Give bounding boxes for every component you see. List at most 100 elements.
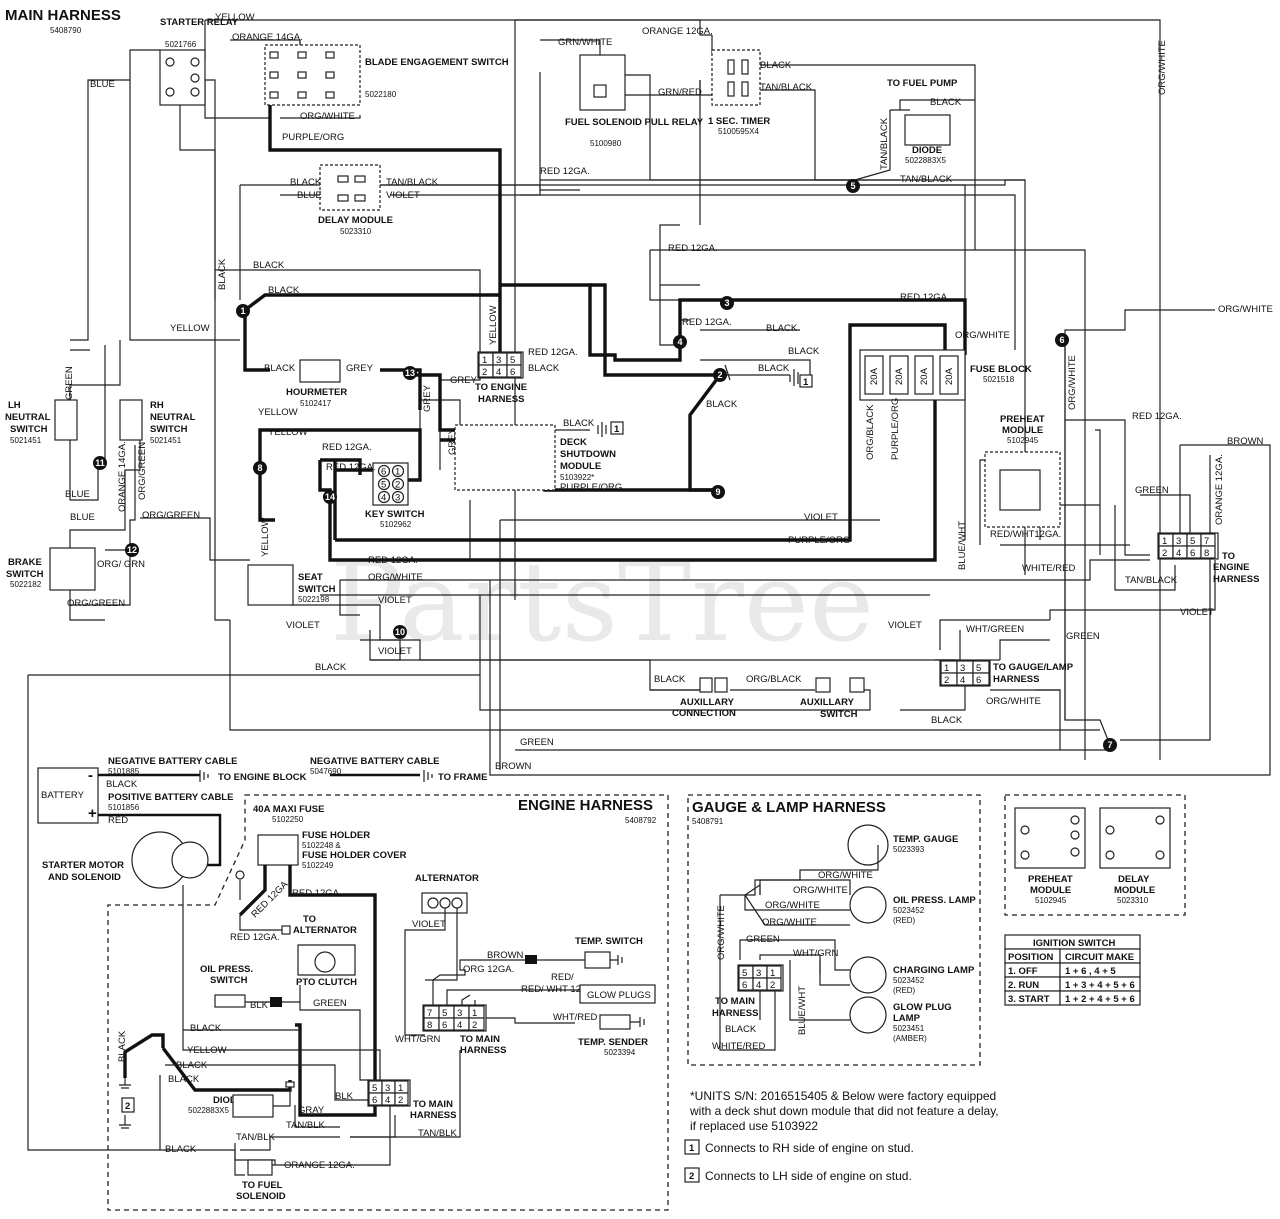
svg-text:HARNESS: HARNESS: [478, 394, 524, 405]
svg-text:ORG/WHITE: ORG/WHITE: [300, 111, 355, 122]
table-cell: 1. OFF: [1008, 966, 1038, 977]
svg-text:SWITCH: SWITCH: [820, 709, 858, 720]
svg-text:(RED): (RED): [893, 916, 916, 925]
svg-text:5022180: 5022180: [365, 90, 397, 99]
svg-text:WHT/GREEN: WHT/GREEN: [966, 624, 1024, 635]
svg-text:ORG/WHITE: ORG/WHITE: [986, 696, 1041, 707]
svg-text:40A MAXI FUSE: 40A MAXI FUSE: [253, 804, 324, 815]
svg-text:VIOLET: VIOLET: [286, 620, 320, 631]
svg-text:YELLOW: YELLOW: [260, 517, 271, 557]
svg-text:GREEN: GREEN: [520, 737, 554, 748]
svg-text:5023310: 5023310: [340, 227, 372, 236]
svg-text:CHARGING LAMP: CHARGING LAMP: [893, 965, 975, 976]
splice-node-9: 9: [711, 485, 725, 499]
svg-text:5102250: 5102250: [272, 815, 304, 824]
svg-text:BLUE/WHT: BLUE/WHT: [957, 521, 968, 570]
svg-text:STARTER MOTOR: STARTER MOTOR: [42, 860, 124, 871]
svg-text:5102417: 5102417: [300, 399, 332, 408]
svg-text:FUEL SOLENOID PULL RELAY: FUEL SOLENOID PULL RELAY: [565, 117, 704, 128]
svg-text:BLACK: BLACK: [264, 363, 296, 374]
svg-text:5021451: 5021451: [150, 436, 182, 445]
svg-text:PURPLE/ORG: PURPLE/ORG: [560, 482, 622, 493]
svg-text:TAN/BLACK: TAN/BLACK: [1125, 575, 1178, 586]
key-pin-label: 3: [395, 493, 400, 504]
svg-text:GREEN: GREEN: [1066, 631, 1100, 642]
hourmeter: HOURMETER 5102417: [286, 359, 347, 408]
svg-text:FUSE HOLDER COVER: FUSE HOLDER COVER: [302, 850, 407, 861]
svg-text:RED 12GA.: RED 12GA.: [368, 555, 418, 566]
svg-text:BLACK: BLACK: [106, 779, 138, 790]
key-pin-label: 4: [381, 493, 386, 504]
svg-text:YELLOW: YELLOW: [258, 407, 298, 418]
svg-text:TAN/BLACK: TAN/BLACK: [879, 117, 890, 170]
svg-text:BLADE ENGAGEMENT SWITCH: BLADE ENGAGEMENT SWITCH: [365, 57, 509, 68]
svg-text:ORG/WHITE: ORG/WHITE: [955, 330, 1010, 341]
svg-text:+: +: [88, 805, 97, 822]
svg-text:5021518: 5021518: [983, 375, 1015, 384]
svg-text:ORANGE 14GA.: ORANGE 14GA.: [232, 32, 303, 43]
svg-text:BLACK: BLACK: [930, 97, 962, 108]
svg-text:GREY: GREY: [346, 363, 374, 374]
delay-module: DELAY MODULE 5023310: [318, 164, 393, 236]
svg-text:5021766: 5021766: [165, 40, 197, 49]
splice-node-5: 5: [846, 179, 860, 193]
svg-text:VIOLET: VIOLET: [412, 919, 446, 930]
fuse-rating: 20A: [944, 367, 955, 385]
svg-text:MODULE: MODULE: [1030, 885, 1071, 896]
svg-text:DELAY: DELAY: [1118, 874, 1150, 885]
svg-text:11: 11: [95, 458, 105, 468]
svg-text:BLACK: BLACK: [190, 1023, 222, 1034]
seat-switch: SEAT SWITCH 5022198: [247, 564, 336, 606]
svg-text:FUSE BLOCK: FUSE BLOCK: [970, 364, 1032, 375]
svg-text:ORG/GREEN: ORG/GREEN: [137, 442, 148, 500]
svg-text:RED/: RED/: [551, 972, 574, 983]
svg-text:5408792: 5408792: [625, 816, 657, 825]
svg-text:10: 10: [395, 627, 405, 637]
svg-text:ORG/GREEN: ORG/GREEN: [142, 510, 200, 521]
pin-label: 5: [976, 663, 981, 674]
pin-label: 3: [756, 968, 761, 979]
svg-text:KEY SWITCH: KEY SWITCH: [365, 509, 425, 520]
fuse-rating: 20A: [894, 367, 905, 385]
svg-text:ORG/WHITE: ORG/WHITE: [368, 572, 423, 583]
svg-text:1: 1: [803, 377, 809, 388]
svg-text:BLACK: BLACK: [706, 399, 738, 410]
pin-label: 4: [457, 1020, 462, 1031]
svg-text:BLUE: BLUE: [90, 79, 115, 90]
svg-text:HARNESS: HARNESS: [712, 1008, 758, 1019]
svg-text:PREHEAT: PREHEAT: [1000, 414, 1045, 425]
svg-text:GLOW PLUG: GLOW PLUG: [893, 1002, 952, 1013]
svg-text:ORG/WHITE: ORG/WHITE: [793, 885, 848, 896]
svg-text:VIOLET: VIOLET: [804, 512, 838, 523]
svg-text:5023451: 5023451: [893, 1024, 925, 1033]
splice-node-2: 2: [713, 368, 727, 382]
svg-text:BLACK: BLACK: [654, 674, 686, 685]
thin-wires: [27, 19, 1271, 1151]
splice-node-6: 6: [1055, 333, 1069, 347]
svg-text:5022883X5: 5022883X5: [188, 1106, 229, 1115]
svg-text:5102248 &: 5102248 &: [302, 841, 341, 850]
svg-text:MODULE: MODULE: [1002, 425, 1043, 436]
table-title: IGNITION SWITCH: [1033, 938, 1115, 949]
svg-text:TAN/BLK: TAN/BLK: [418, 1128, 458, 1139]
svg-text:WHITE/RED: WHITE/RED: [712, 1041, 765, 1052]
svg-text:14: 14: [325, 492, 335, 502]
svg-text:HARNESS: HARNESS: [410, 1110, 456, 1121]
svg-text:TO FRAME: TO FRAME: [438, 772, 487, 783]
pin-label: 4: [756, 980, 761, 991]
auxillary-connection: AUXILLARY CONNECTION: [672, 677, 736, 719]
pin-label: 5: [372, 1083, 377, 1094]
svg-text:GAUGE & LAMP HARNESS: GAUGE & LAMP HARNESS: [692, 799, 886, 816]
svg-text:SWITCH: SWITCH: [6, 569, 44, 580]
pin-label: 2: [770, 980, 775, 991]
svg-text:5100980: 5100980: [590, 139, 622, 148]
pin-label: 4: [1176, 548, 1181, 559]
svg-text:GRN/RED: GRN/RED: [658, 87, 702, 98]
svg-text:13: 13: [405, 368, 415, 378]
pin-label: 6: [742, 980, 747, 991]
svg-text:5102945: 5102945: [1035, 896, 1067, 905]
